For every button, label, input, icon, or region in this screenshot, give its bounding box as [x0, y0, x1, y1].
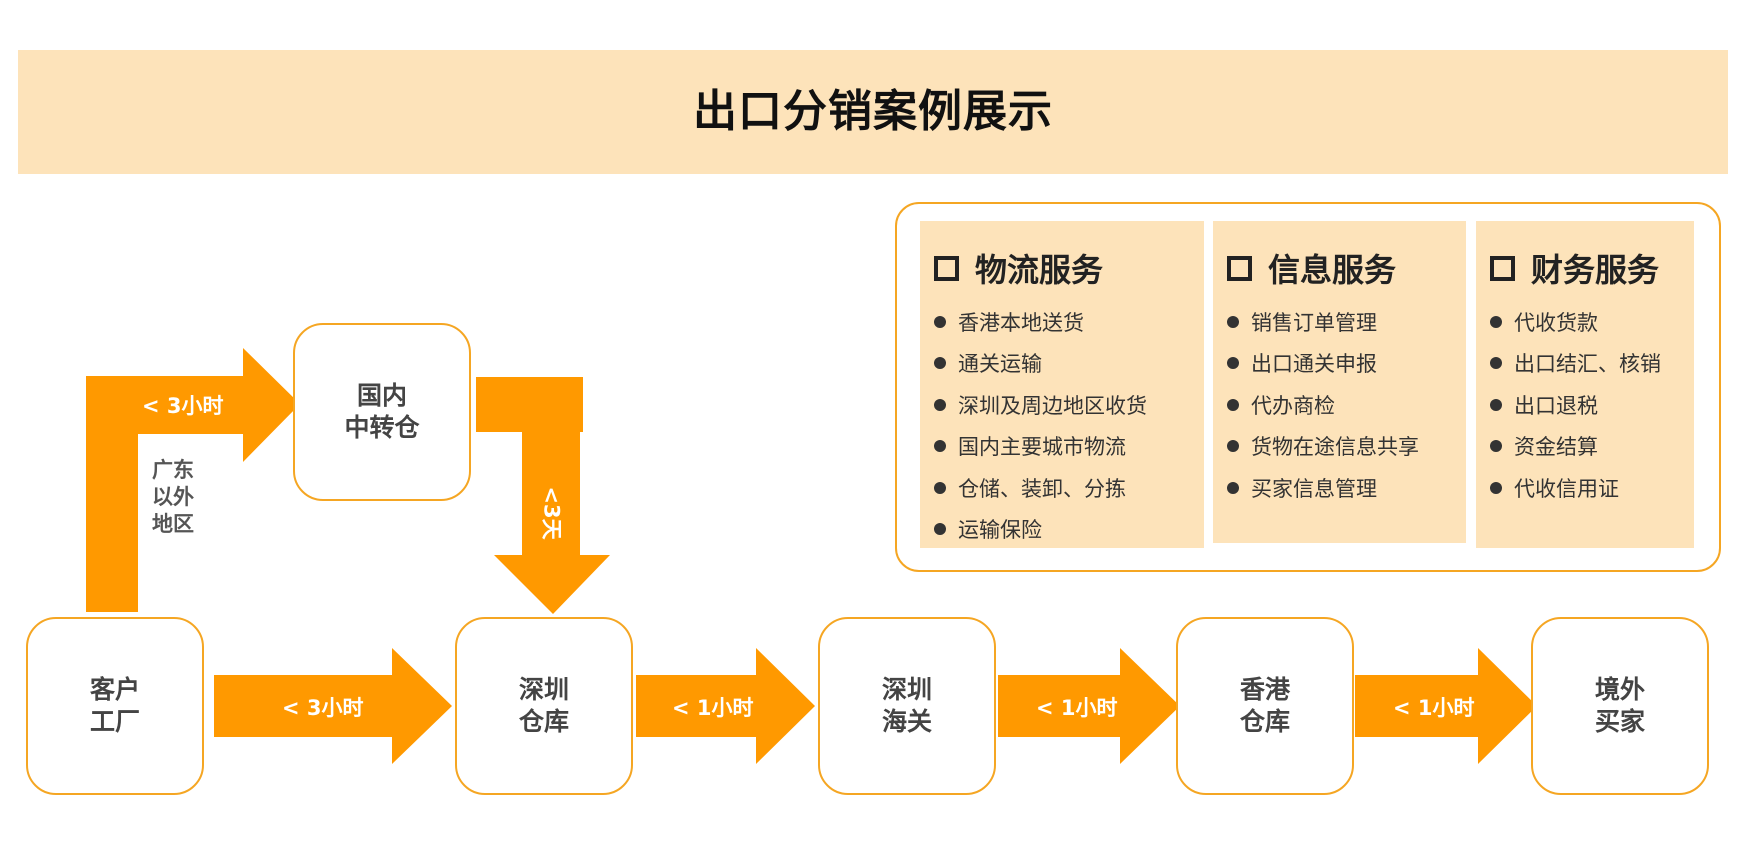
title-banner: 出口分销案例展示 [18, 50, 1728, 174]
checkbox-square-icon [1490, 255, 1515, 281]
service-item-text: 通关运输 [958, 352, 1042, 377]
node-shenzhen-warehouse: 深圳 仓库 [455, 617, 633, 795]
node-label: 客户 [89, 675, 140, 704]
service-item: 资金结算 [1490, 426, 1694, 468]
service-title: 信息服务 [1227, 245, 1466, 291]
node-label: 中转仓 [344, 413, 420, 442]
service-item-text: 代收信用证 [1514, 476, 1619, 501]
service-title-text: 物流服务 [975, 251, 1104, 289]
service-title-text: 财务服务 [1531, 251, 1660, 289]
node-customer-factory: 客户 工厂 [26, 617, 204, 795]
label-customs-to-hk: < 1小时 [1036, 696, 1118, 720]
node-overseas-buyer: 境外 买家 [1531, 617, 1709, 795]
service-item: 深圳及周边地区收货 [934, 384, 1204, 426]
checkbox-square-icon [1227, 255, 1252, 281]
page-title: 出口分销案例展示 [693, 86, 1053, 137]
service-item: 货物在途信息共享 [1227, 426, 1466, 468]
bullet-icon [1227, 481, 1239, 494]
service-item: 国内主要城市物流 [934, 426, 1204, 468]
service-column-information: 信息服务 销售订单管理 出口通关申报 代办商检 货物在途信息共享 买家信息管理 [1213, 221, 1466, 543]
node-label: 仓库 [1239, 707, 1290, 736]
service-item: 出口退税 [1490, 384, 1694, 426]
label-factory-to-sz: < 3小时 [282, 696, 364, 720]
label-sz-to-customs: < 1小时 [672, 696, 754, 720]
node-label: 境外 [1594, 675, 1645, 704]
bullet-icon [1227, 315, 1239, 328]
service-item-text: 代办商检 [1251, 393, 1335, 418]
node-hongkong-warehouse: 香港 仓库 [1176, 617, 1354, 795]
node-label: 仓库 [518, 707, 569, 736]
label-factory-to-transit: < 3小时 [142, 394, 224, 418]
service-item: 运输保险 [934, 509, 1204, 551]
arrow-factory-to-sz [214, 648, 452, 764]
checkbox-square-icon [934, 255, 959, 281]
bullet-icon [1490, 440, 1502, 453]
service-item-text: 货物在途信息共享 [1251, 435, 1419, 460]
service-item-text: 出口通关申报 [1251, 352, 1377, 377]
bullet-icon [934, 523, 946, 536]
service-item-text: 出口结汇、核销 [1514, 352, 1661, 377]
service-item-text: 香港本地送货 [958, 310, 1084, 335]
bullet-icon [1227, 357, 1239, 370]
bullet-icon [934, 357, 946, 370]
bullet-icon [1490, 398, 1502, 411]
label-transit-to-sz: <3天 [539, 486, 564, 540]
node-label: 海关 [881, 707, 932, 736]
service-item-text: 国内主要城市物流 [958, 435, 1126, 460]
service-item: 出口通关申报 [1227, 343, 1466, 385]
service-item-text: 仓储、装卸、分拣 [958, 476, 1126, 501]
bullet-icon [934, 315, 946, 328]
service-item: 销售订单管理 [1227, 301, 1466, 343]
arrow-hk-to-buyer [1355, 648, 1537, 764]
label-hk-to-buyer: < 1小时 [1393, 696, 1475, 720]
bullet-icon [934, 440, 946, 453]
service-item: 代收货款 [1490, 301, 1694, 343]
service-item: 买家信息管理 [1227, 467, 1466, 509]
arrow-customs-to-hk [998, 648, 1180, 764]
service-item: 代收信用证 [1490, 467, 1694, 509]
service-column-logistics: 物流服务 香港本地送货 通关运输 深圳及周边地区收货 国内主要城市物流 仓储、装… [920, 221, 1204, 548]
service-item-text: 运输保险 [958, 518, 1042, 543]
node-transit-warehouse: 国内 中转仓 [293, 323, 471, 501]
bullet-icon [934, 398, 946, 411]
service-item-text: 代收货款 [1514, 310, 1598, 335]
service-title: 物流服务 [934, 245, 1204, 291]
arrow-factory-to-transit [86, 348, 300, 612]
service-item: 代办商检 [1227, 384, 1466, 426]
node-label: 买家 [1594, 707, 1645, 736]
service-title: 财务服务 [1490, 245, 1694, 291]
bullet-icon [1227, 440, 1239, 453]
service-item: 出口结汇、核销 [1490, 343, 1694, 385]
node-shenzhen-customs: 深圳 海关 [818, 617, 996, 795]
service-item-text: 出口退税 [1514, 393, 1598, 418]
service-column-finance: 财务服务 代收货款 出口结汇、核销 出口退税 资金结算 代收信用证 [1476, 221, 1694, 548]
node-label: 国内 [356, 381, 407, 410]
service-title-text: 信息服务 [1268, 251, 1397, 289]
bullet-icon [1227, 398, 1239, 411]
node-label: 深圳 [518, 675, 569, 704]
service-item-text: 资金结算 [1514, 435, 1598, 460]
arrow-transit-to-sz [476, 377, 610, 614]
service-item-text: 买家信息管理 [1251, 476, 1377, 501]
bullet-icon [1490, 315, 1502, 328]
service-item: 通关运输 [934, 343, 1204, 385]
arrow-sz-to-customs [636, 648, 815, 764]
region-label: 广东 以外 地区 [152, 457, 194, 538]
region-label-line: 以外 [152, 485, 194, 509]
bullet-icon [1490, 481, 1502, 494]
bullet-icon [1490, 357, 1502, 370]
bullet-icon [934, 481, 946, 494]
node-label: 工厂 [89, 707, 140, 736]
region-label-line: 广东 [152, 458, 194, 482]
service-item-text: 深圳及周边地区收货 [958, 393, 1147, 418]
node-label: 深圳 [881, 675, 932, 704]
service-item-text: 销售订单管理 [1251, 310, 1377, 335]
service-item: 仓储、装卸、分拣 [934, 467, 1204, 509]
service-item: 香港本地送货 [934, 301, 1204, 343]
node-label: 香港 [1239, 675, 1290, 704]
region-label-line: 地区 [152, 512, 194, 536]
